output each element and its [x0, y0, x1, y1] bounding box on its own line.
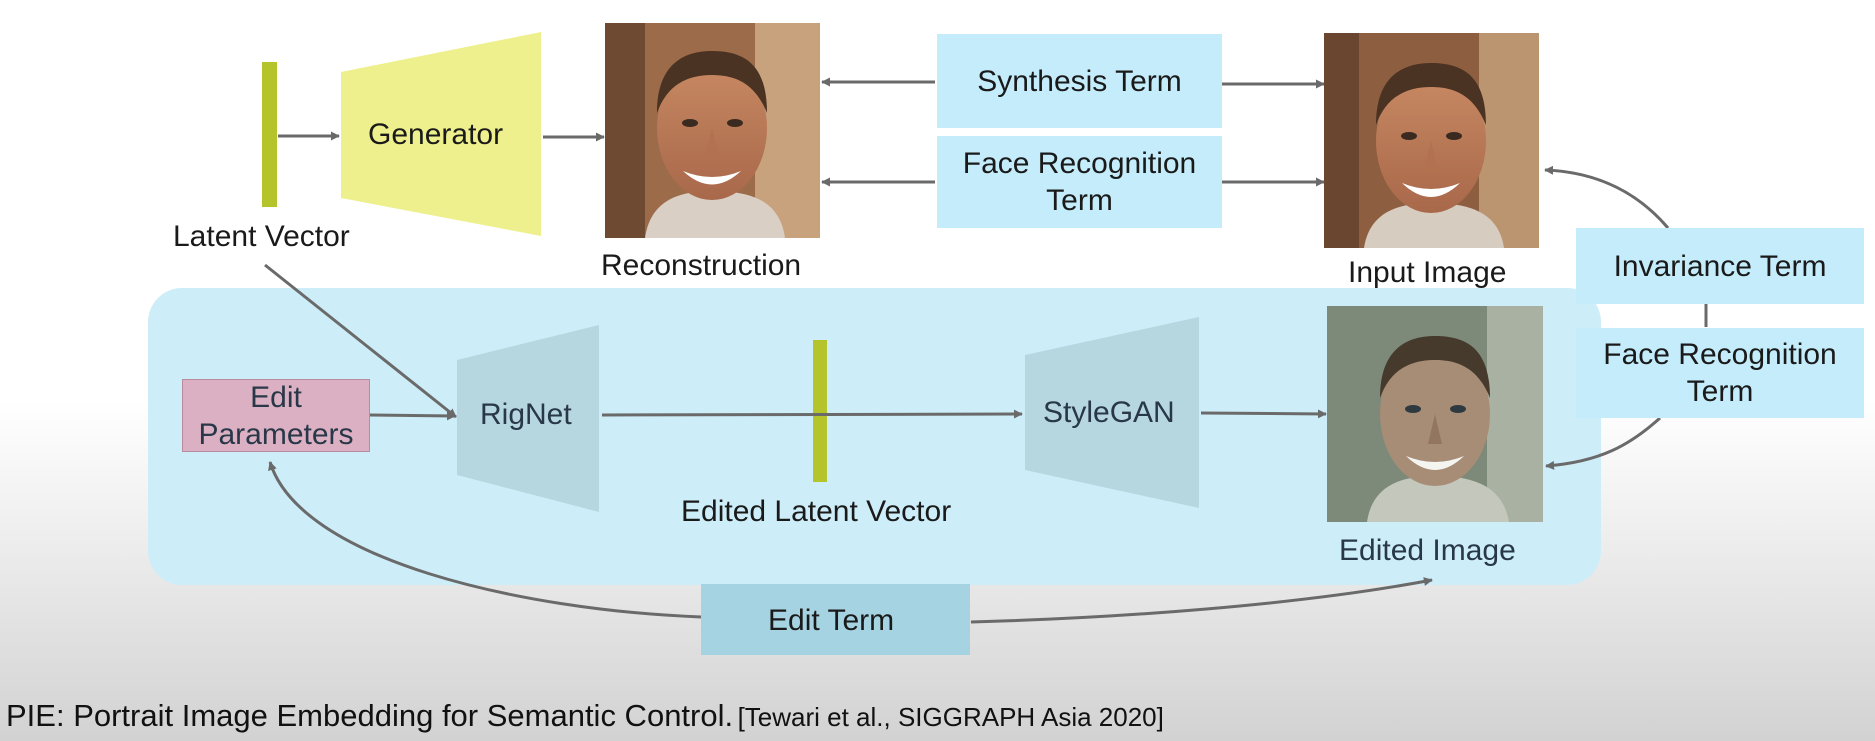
citation-title: PIE: Portrait Image Embedding for Semant… — [6, 698, 734, 733]
synthesis-term-label: Synthesis Term — [977, 64, 1182, 98]
citation-reference: [Tewari et al., SIGGRAPH Asia 2020] — [737, 702, 1164, 732]
face-recognition-term-right-line2: Term — [1686, 375, 1754, 408]
face-recognition-term-right-line1: Face Recognition — [1603, 338, 1837, 371]
edit-parameters-line2: Parameters — [198, 417, 354, 451]
edited-latent-vector-label: Edited Latent Vector — [681, 495, 952, 528]
edit-parameters-box: Edit Parameters — [182, 379, 370, 452]
arrow-editterm-to-edited — [970, 577, 1433, 624]
face-recognition-term-box-right: Face Recognition Term — [1576, 328, 1864, 418]
face-portrait-icon — [1324, 33, 1539, 248]
arrow-editparams-to-rignet — [368, 411, 456, 421]
edited-latent-vector-bar — [813, 340, 827, 482]
face-portrait-icon — [1327, 306, 1543, 522]
face-portrait-icon — [605, 23, 820, 238]
arrow-stylegan-to-edited — [1200, 409, 1327, 419]
latent-vector-bar — [262, 62, 277, 207]
invariance-term-label: Invariance Term — [1613, 249, 1827, 283]
face-recognition-term-line1: Face Recognition — [962, 147, 1197, 180]
rignet-shape — [457, 325, 599, 512]
rignet-label: RigNet — [480, 398, 572, 431]
edit-term-label: Edit Term — [768, 604, 895, 637]
synthesis-term-box: Synthesis Term — [937, 34, 1222, 128]
generator-shape — [341, 32, 541, 236]
latent-vector-label: Latent Vector — [173, 220, 350, 253]
stylegan-label: StyleGAN — [1043, 396, 1175, 429]
edit-parameters-line1: Edit — [250, 380, 302, 414]
arrow-invariance-to-input — [1544, 165, 1670, 229]
invariance-term-box: Invariance Term — [1576, 228, 1864, 304]
stylegan-shape — [1025, 317, 1199, 508]
face-recognition-term-line2: Term — [1046, 184, 1113, 217]
edited-image-label: Edited Image — [1339, 534, 1516, 567]
reconstruction-label: Reconstruction — [601, 249, 802, 282]
arrow-editterm-to-editparams — [268, 461, 702, 619]
face-recognition-term-box-top: Face Recognition Term — [937, 136, 1222, 228]
generator-label: Generator — [368, 118, 504, 151]
edit-term-box — [701, 584, 970, 655]
arrow-rignet-to-stylegan — [601, 409, 1023, 419]
input-image-label: Input Image — [1348, 256, 1507, 289]
reconstruction-image — [605, 23, 820, 238]
edited-image — [1327, 306, 1543, 522]
citation: PIE: Portrait Image Embedding for Semant… — [6, 698, 1164, 734]
arrow-facerec-to-edited — [1545, 416, 1662, 470]
input-image — [1324, 33, 1539, 248]
arrow-latent-to-rignet — [264, 263, 457, 419]
